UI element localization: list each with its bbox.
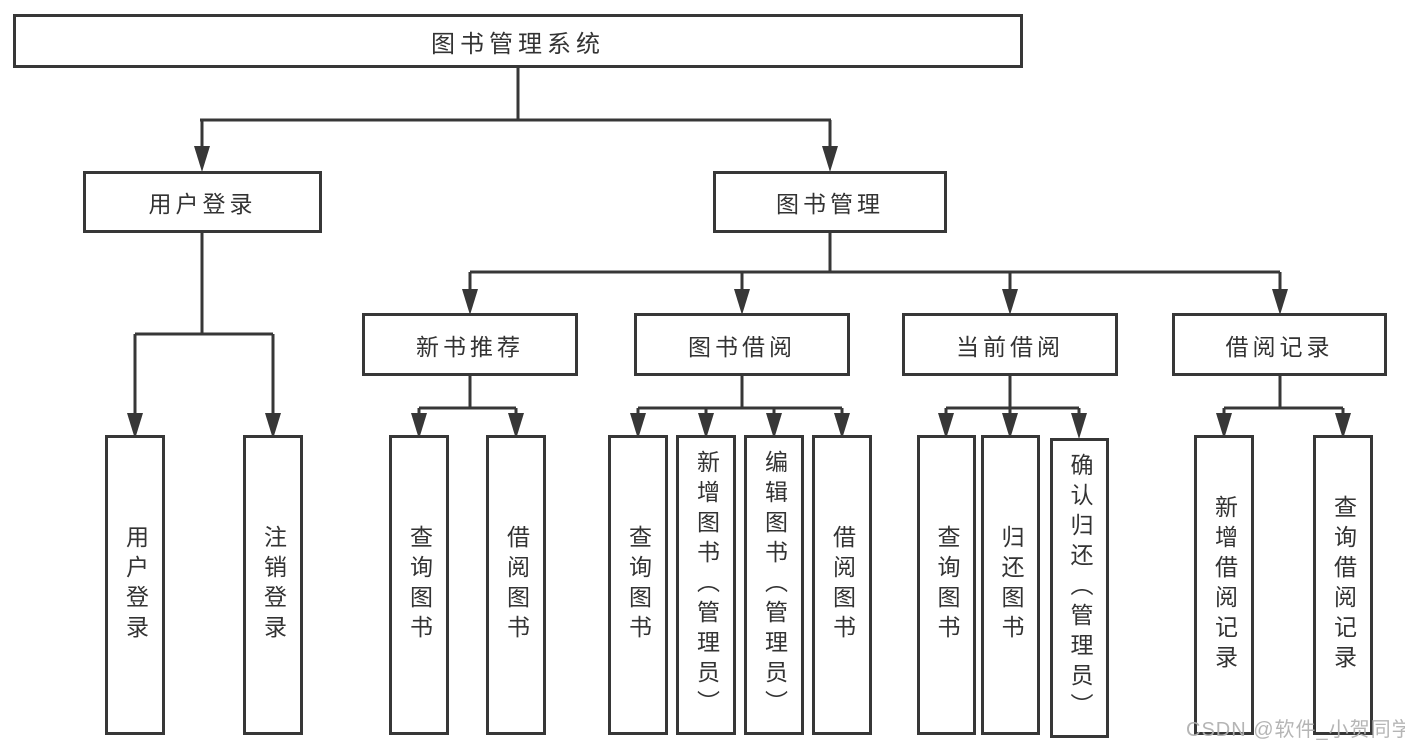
leaf-return-book: 归还图书 <box>981 435 1040 735</box>
node-borrowing-records: 借阅记录 <box>1172 313 1387 376</box>
node-book-borrowing: 图书借阅 <box>634 313 850 376</box>
leaf-add-borrow-record: 新增借阅记录 <box>1194 435 1254 735</box>
leaf-confirm-return-admin: 确认归还（管理员） <box>1050 438 1109 738</box>
watermark-text: CSDN @软件_小贺同学 <box>1186 719 1405 741</box>
leaf-borrow-books-recommend: 借阅图书 <box>486 435 546 735</box>
node-current-borrowing: 当前借阅 <box>902 313 1118 376</box>
leaf-user-login: 用户登录 <box>105 435 165 735</box>
leaf-query-books-borrowing: 查询图书 <box>608 435 668 735</box>
node-user-login: 用户登录 <box>83 171 322 233</box>
node-library-management-system: 图书管理系统 <box>13 14 1023 68</box>
node-new-book-recommendation: 新书推荐 <box>362 313 578 376</box>
leaf-borrow-books-borrowing: 借阅图书 <box>812 435 872 735</box>
leaf-query-books-current: 查询图书 <box>917 435 976 735</box>
leaf-add-book-admin: 新增图书（管理员） <box>676 435 736 735</box>
leaf-edit-book-admin: 编辑图书（管理员） <box>744 435 804 735</box>
leaf-logout: 注销登录 <box>243 435 303 735</box>
leaf-query-books-recommend: 查询图书 <box>389 435 449 735</box>
leaf-query-borrow-record: 查询借阅记录 <box>1313 435 1373 735</box>
node-book-management: 图书管理 <box>713 171 947 233</box>
